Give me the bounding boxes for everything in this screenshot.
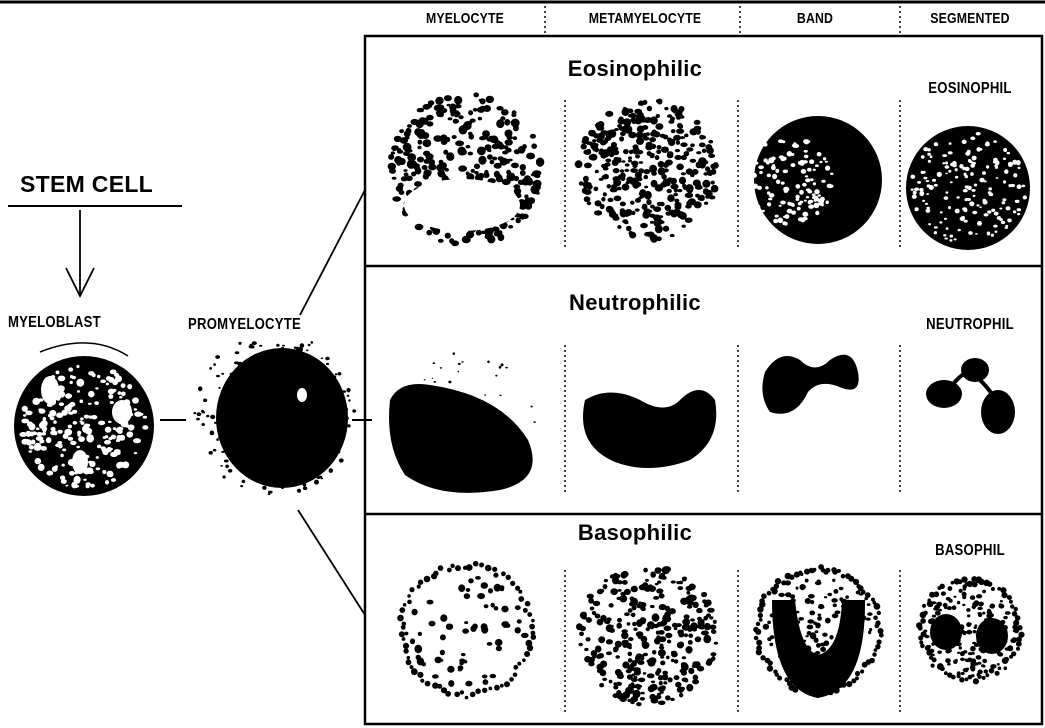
basophil-lobe	[930, 614, 962, 650]
row-title-basophilic: Basophilic	[520, 520, 750, 546]
neutrophil-lobe	[926, 380, 962, 408]
mature-eosinophil-label: EOSINOPHIL	[913, 80, 1028, 98]
neutrophil-myelocyte	[389, 384, 533, 493]
column-header-band: BAND	[770, 10, 860, 27]
neutrophil-lobe	[961, 358, 989, 382]
myeloblast-nucleolus	[112, 400, 132, 424]
connector-basophilic	[298, 510, 365, 615]
myeloblast-label: MYELOBLAST	[8, 314, 101, 332]
promyelocyte-nucleolus	[297, 388, 307, 402]
row-title-neutrophilic: Neutrophilic	[520, 290, 750, 316]
stem-cell-label: STEM CELL	[20, 171, 153, 198]
eosinophil-metamyelocyte	[575, 99, 719, 243]
basophil-myelocyte-granules	[404, 576, 528, 687]
myeloblast-nucleolus	[41, 376, 59, 404]
row-title-eosinophilic: Eosinophilic	[520, 56, 750, 82]
promyelocyte-label: PROMYELOCYTE	[188, 316, 301, 334]
eosinophil-myelocyte-nucleus	[404, 179, 520, 231]
neutrophil-lobe	[981, 390, 1015, 434]
mature-basophil-label: BASOPHIL	[913, 542, 1028, 560]
eosinophil-band	[754, 116, 882, 244]
column-header-myelocyte: MYELOCYTE	[412, 10, 519, 27]
myeloblast-membrane	[40, 343, 128, 356]
promyelocyte-nucleus	[216, 348, 348, 488]
neutrophil-metamyelocyte	[583, 390, 716, 468]
basophil-lobe	[976, 618, 1008, 654]
connector-eosinophilic	[300, 190, 365, 315]
mature-neutrophil-label: NEUTROPHIL	[913, 316, 1028, 334]
column-header-metamyelocyte: METAMYELOCYTE	[571, 10, 719, 27]
neutrophil-band	[762, 355, 858, 414]
basophil-metamyelocyte	[576, 566, 718, 706]
column-header-segmented: SEGMENTED	[917, 10, 1024, 27]
myeloblast-nucleolus	[72, 450, 88, 474]
